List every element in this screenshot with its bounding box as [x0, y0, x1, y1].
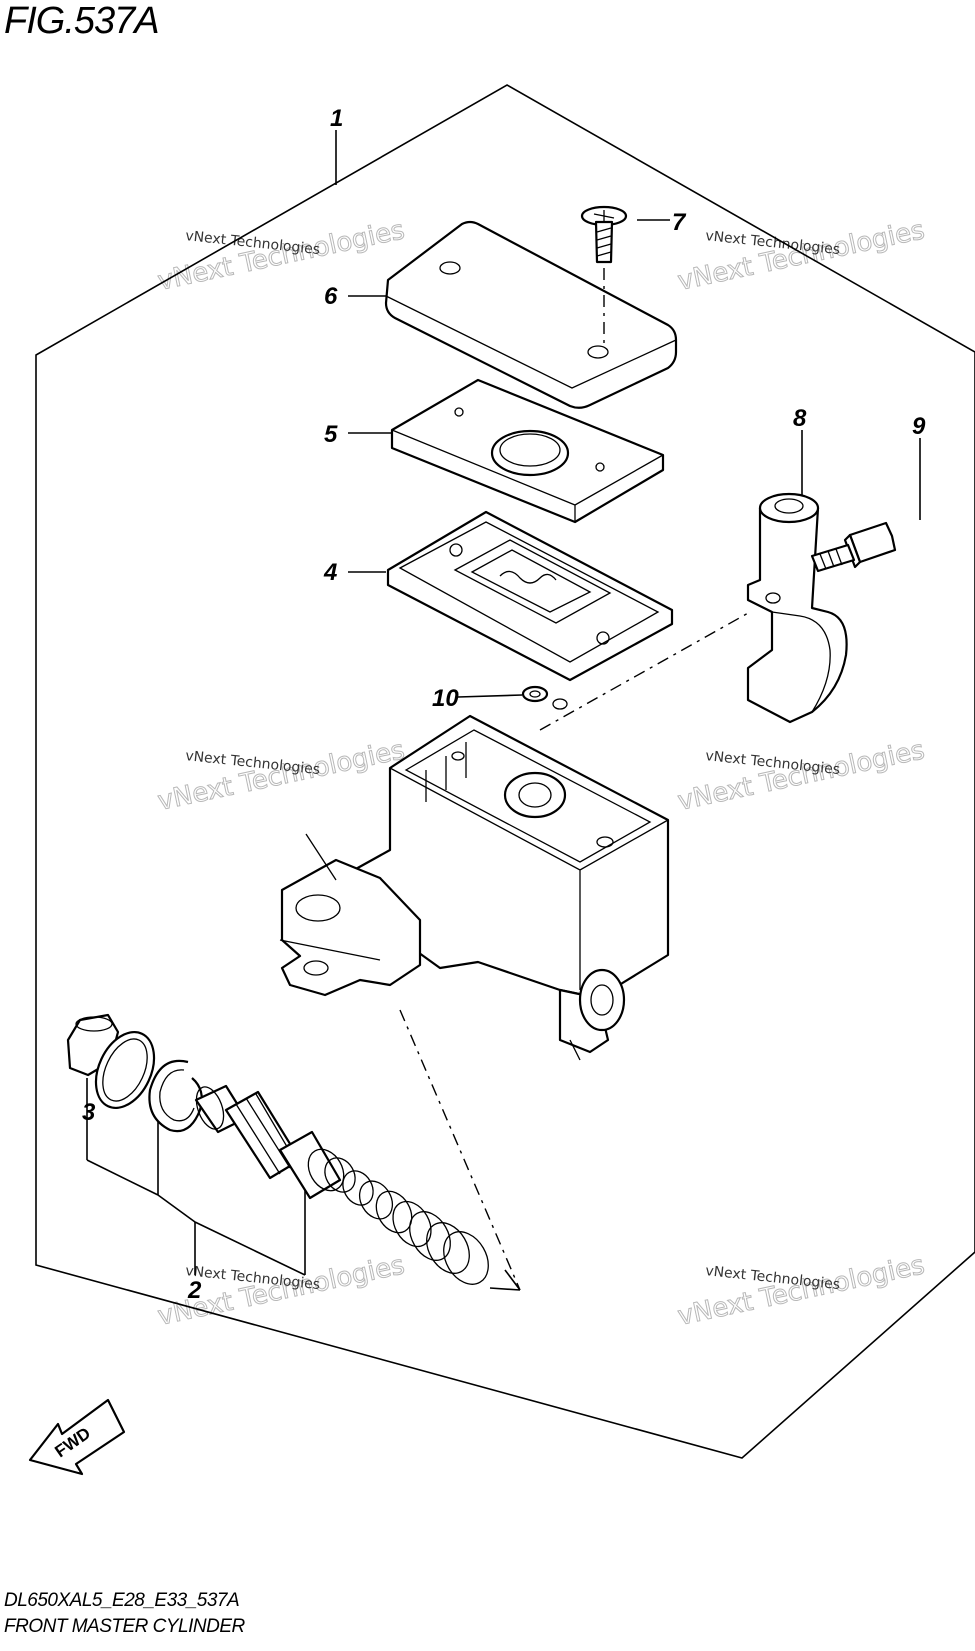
callout-6: 6	[324, 283, 338, 310]
piston	[194, 1084, 345, 1200]
handlebar-clamp	[746, 492, 848, 724]
callout-2: 2	[187, 1277, 202, 1304]
reservoir-cap	[384, 220, 678, 409]
callout-5: 5	[324, 421, 338, 448]
piston-alignment-line	[399, 1009, 521, 1291]
master-cylinder-body	[279, 714, 670, 1061]
snap-ring	[148, 1059, 203, 1133]
svg-text:vNext Technologies: vNext Technologies	[675, 735, 927, 817]
watermark-top-right: vNext Technologies vNext Technologies	[675, 215, 928, 298]
assembly-boundary	[35, 84, 975, 1459]
callout-3: 3	[82, 1099, 96, 1126]
cap-screw	[580, 205, 628, 345]
diagram-name-label: FRONT MASTER CYLINDER	[4, 1616, 245, 1637]
watermark-bottom-right: vNext Technologies vNext Technologies	[675, 1250, 928, 1333]
callout-8: 8	[793, 405, 807, 432]
return-spring	[324, 1157, 489, 1285]
watermark-top-left: vNext Technologies vNext Technologies	[155, 215, 408, 298]
svg-text:vNext Technologies: vNext Technologies	[155, 735, 407, 817]
svg-text:vNext Technologies: vNext Technologies	[675, 1250, 927, 1332]
forward-direction-arrow: FWD	[28, 1398, 126, 1476]
callout-9: 9	[912, 413, 926, 440]
callout-7: 7	[672, 209, 687, 236]
callout-4: 4	[323, 559, 337, 586]
alignment-arrow	[489, 1269, 521, 1291]
clamp-alignment-line	[539, 611, 751, 731]
diaphragm	[386, 510, 674, 682]
svg-text:vNext Technologies: vNext Technologies	[675, 215, 927, 297]
watermark-mid-left: vNext Technologies vNext Technologies	[155, 735, 408, 818]
callout-10: 10	[432, 685, 459, 712]
clamp-bolt	[810, 521, 897, 573]
diaphragm-plate	[390, 378, 665, 524]
dust-boot	[66, 1013, 156, 1109]
model-code-label: DL650XAL5_E28_E33_537A	[4, 1590, 240, 1611]
watermark-mid-right: vNext Technologies vNext Technologies	[675, 735, 928, 818]
callout-1: 1	[330, 105, 343, 132]
figure-title: FIG.537A	[4, 0, 160, 42]
small-washer	[521, 685, 568, 710]
svg-text:vNext Technologies: vNext Technologies	[155, 215, 407, 297]
